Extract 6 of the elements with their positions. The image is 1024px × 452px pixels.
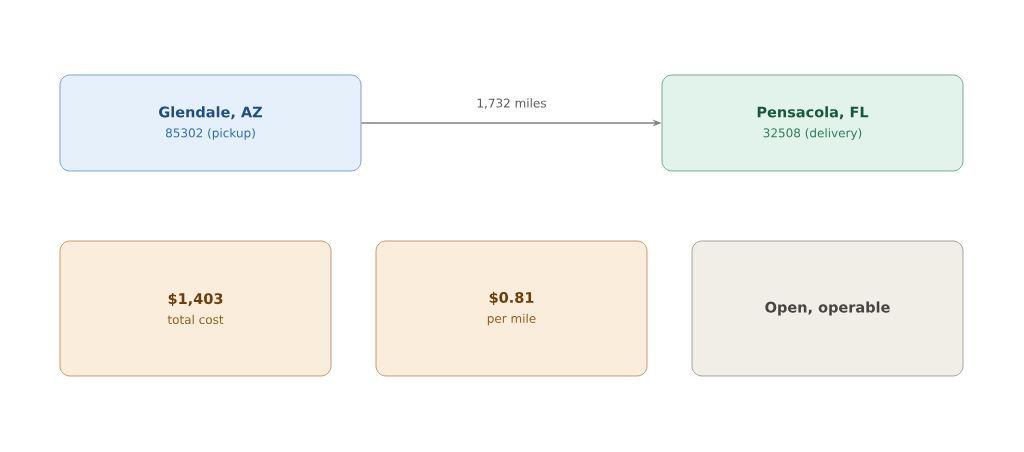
- vehicle-box: Open, operable: [691, 240, 964, 377]
- edge-label: 1,732 miles: [474, 96, 549, 111]
- cost-box: $0.81 per mile: [375, 240, 648, 377]
- cost-box: $1,403 total cost: [59, 240, 332, 377]
- location-box: Glendale, AZ 85302 (pickup): [59, 74, 362, 172]
- location-box: Pensacola, FL 32508 (delivery): [661, 74, 964, 172]
